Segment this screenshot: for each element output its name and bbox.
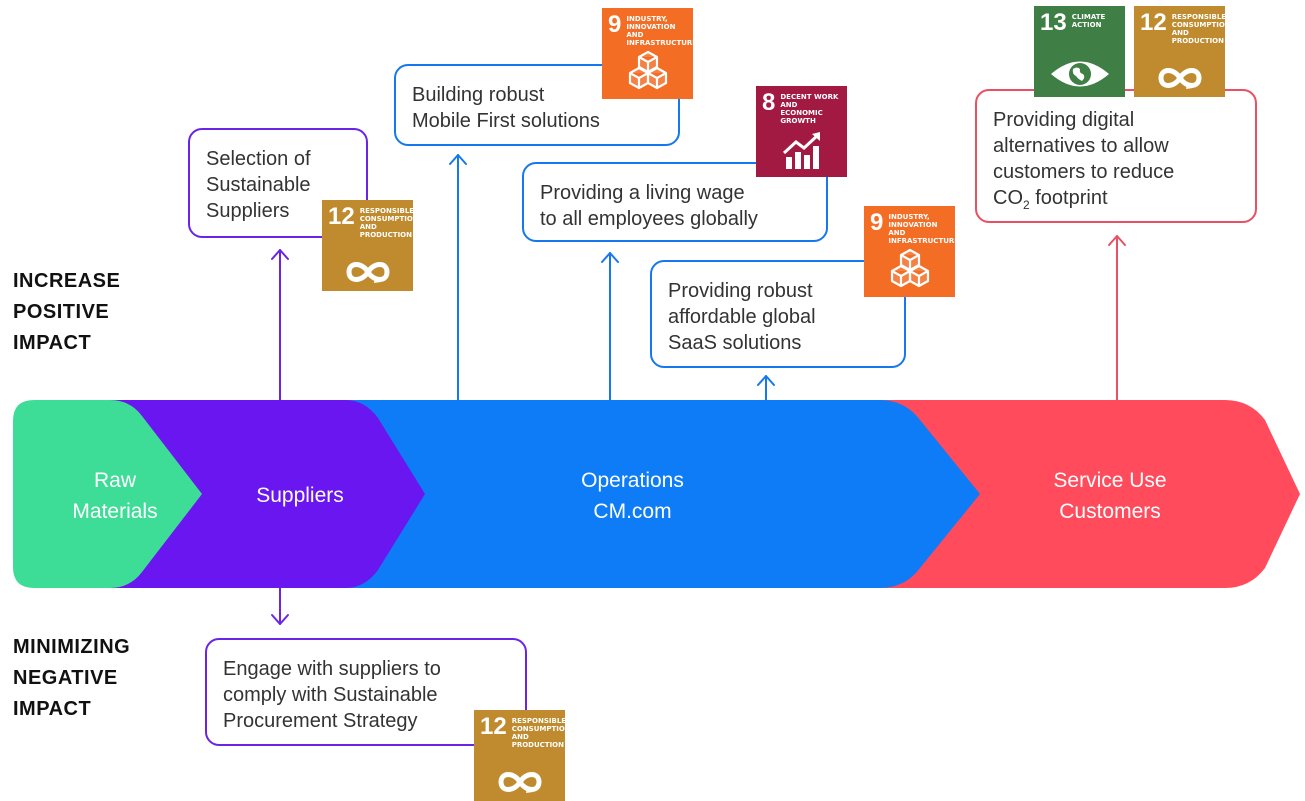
arrow-suppliers-down: [271, 587, 289, 625]
cubes-icon: [864, 247, 955, 291]
minimizing-negative-impact-label: MINIMIZING NEGATIVE IMPACT: [13, 636, 131, 720]
arrow-living-wage: [601, 252, 619, 401]
co2-footprint-line: CO2 footprint: [993, 187, 1108, 212]
increase-positive-impact-label: INCREASE POSITIVE IMPACT: [13, 270, 121, 354]
infinity-loop-icon: [1134, 65, 1225, 91]
box-procurement: Engage with suppliers to comply with Sus…: [205, 638, 527, 746]
arrow-mobile-first: [449, 154, 467, 401]
customers-chevron: [860, 400, 1300, 588]
growth-chart-icon: [756, 131, 847, 171]
eye-globe-icon: [1034, 57, 1125, 91]
cubes-icon: [602, 49, 693, 93]
arrow-digital: [1108, 235, 1126, 401]
infinity-loop-icon: [322, 259, 413, 285]
stage-operations: Operations CM.com: [581, 469, 684, 523]
raw-materials-chevron: [13, 400, 202, 588]
stage-suppliers: Suppliers: [256, 484, 344, 507]
box-saas: Providing robust affordable global SaaS …: [650, 260, 906, 368]
arrow-suppliers-up: [271, 249, 289, 401]
infinity-loop-icon: [474, 769, 565, 795]
stage-customers: Service Use Customers: [1053, 469, 1167, 523]
arrow-saas: [757, 375, 775, 401]
operations-chevron: [330, 400, 980, 588]
suppliers-chevron: [90, 400, 425, 588]
stage-raw-materials: Raw Materials: [72, 469, 158, 523]
box-digital-alternatives: Providing digital alternatives to allow …: [975, 89, 1257, 223]
